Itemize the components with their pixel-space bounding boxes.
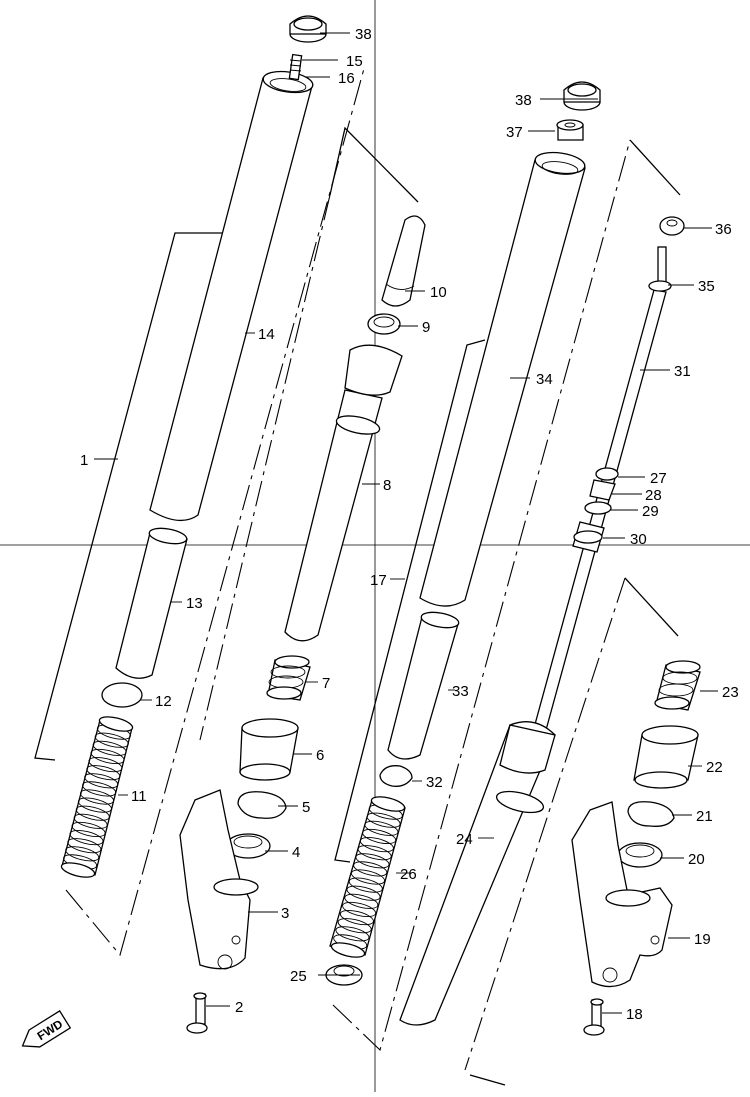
label-13: 13	[186, 595, 203, 612]
label-2: 2	[235, 999, 243, 1016]
label-24: 24	[456, 831, 473, 848]
label-35: 35	[698, 278, 715, 295]
label-30: 30	[630, 531, 647, 548]
label-16: 16	[338, 70, 355, 87]
label-25: 25	[290, 968, 307, 985]
label-19: 19	[694, 931, 711, 948]
label-38-right: 38	[515, 92, 532, 109]
label-15: 15	[346, 53, 363, 70]
nut-27	[595, 467, 619, 481]
label-37: 37	[506, 124, 523, 141]
right-fork-assembly	[325, 81, 701, 1086]
clip-32	[379, 765, 413, 787]
label-4: 4	[292, 844, 300, 861]
label-20: 20	[688, 851, 705, 868]
label-8: 8	[383, 477, 391, 494]
damper-rod-8	[284, 389, 383, 642]
label-12: 12	[155, 693, 172, 710]
inner-tube-33	[387, 616, 459, 760]
label-26: 26	[400, 866, 417, 883]
label-18: 18	[626, 1006, 643, 1023]
washer-12	[101, 682, 143, 708]
outer-tube-34	[419, 159, 586, 607]
label-36: 36	[715, 221, 732, 238]
outer-tube-14	[149, 77, 313, 522]
label-22: 22	[706, 759, 723, 776]
label-28: 28	[645, 487, 662, 504]
label-14: 14	[258, 326, 275, 343]
snap-ring-5	[237, 791, 287, 819]
fork-spring-11	[60, 716, 134, 878]
label-10: 10	[430, 284, 447, 301]
fwd-arrow-icon: FWD	[21, 1010, 72, 1048]
label-7: 7	[322, 675, 330, 692]
label-6: 6	[316, 747, 324, 764]
label-11: 11	[131, 788, 147, 805]
label-32: 32	[426, 774, 443, 791]
rebound-spring-23	[654, 660, 701, 711]
oil-seal-20	[617, 842, 663, 868]
label-17: 17	[370, 572, 387, 589]
label-23: 23	[722, 684, 739, 701]
washer-29	[584, 501, 612, 515]
label-21: 21	[696, 808, 713, 825]
cylinder-10	[381, 215, 426, 307]
label-5: 5	[302, 799, 310, 816]
label-1: 1	[80, 452, 88, 469]
part-labels: 38 15 16 1 14 10 9 8 13 12 11 7 6 5 4 3 …	[80, 26, 739, 1023]
label-31: 31	[674, 363, 691, 380]
inner-tube-13	[115, 532, 188, 679]
label-33: 33	[452, 683, 469, 700]
fork-spring-26	[329, 796, 406, 958]
left-fork-assembly	[34, 15, 426, 1034]
snap-ring-21	[627, 801, 675, 827]
label-34: 34	[536, 371, 553, 388]
label-9: 9	[422, 319, 430, 336]
label-27: 27	[650, 470, 667, 487]
rebound-spring-7	[266, 655, 311, 701]
collar-28	[589, 479, 616, 501]
label-29: 29	[642, 503, 659, 520]
label-38-left: 38	[355, 26, 372, 43]
leader-lines	[94, 32, 718, 1014]
label-3: 3	[281, 905, 289, 922]
